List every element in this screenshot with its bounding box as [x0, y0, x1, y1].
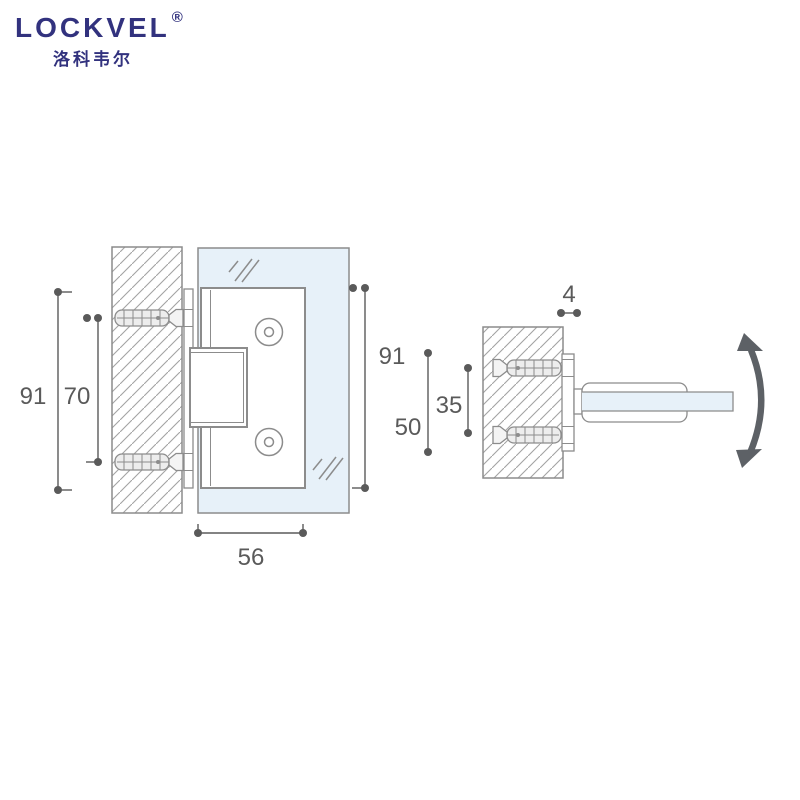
- dim-label-plate-width: 56: [238, 544, 265, 571]
- glass-mark-icon: [312, 456, 344, 481]
- dim-label-plate-thickness: 4: [562, 281, 575, 308]
- brand-chinese-name: 洛科韦尔: [53, 50, 133, 69]
- screw-hole-bottom: [254, 427, 284, 457]
- wall-anchor-bottom: [492, 425, 574, 445]
- wall-anchor-bottom: [114, 452, 193, 472]
- dim-label-overall-height: 91: [20, 383, 47, 410]
- dimension-plate-width: [194, 524, 307, 537]
- rotation-arrow-icon: [736, 333, 765, 468]
- wall-anchor-top: [114, 308, 193, 328]
- dimension-plate-height: [424, 349, 432, 456]
- screw-hole-top: [254, 317, 284, 347]
- wall-anchor-top: [492, 358, 574, 378]
- side-view: 4 50 35: [395, 281, 765, 479]
- hinge-knuckle: [189, 347, 248, 428]
- dimension-screw-spacing: [83, 314, 102, 466]
- brand-name: LOCKVEL: [15, 12, 170, 43]
- hinge-knuckle: [573, 388, 583, 415]
- glass-panel: [582, 391, 734, 412]
- dimension-glass-height: [349, 284, 369, 492]
- dim-label-screw-spacing: 35: [436, 392, 463, 419]
- glass-mark-icon: [228, 258, 260, 283]
- wall-section: [111, 246, 183, 514]
- wall-section: [482, 326, 564, 479]
- dimension-screw-spacing: [464, 364, 472, 437]
- dim-label-glass-height: 91: [379, 343, 406, 370]
- hinge-wall-plate: [561, 353, 575, 452]
- dimension-plate-thickness: [557, 309, 581, 317]
- registered-trademark-icon: ®: [171, 9, 183, 26]
- dim-label-plate-height: 50: [395, 414, 422, 441]
- dim-label-screw-spacing: 70: [64, 383, 91, 410]
- brand-logo: LOCKVEL ® 洛科韦尔: [15, 10, 183, 70]
- dimension-overall-height: [54, 288, 72, 494]
- front-view: 91 70 91: [20, 246, 406, 571]
